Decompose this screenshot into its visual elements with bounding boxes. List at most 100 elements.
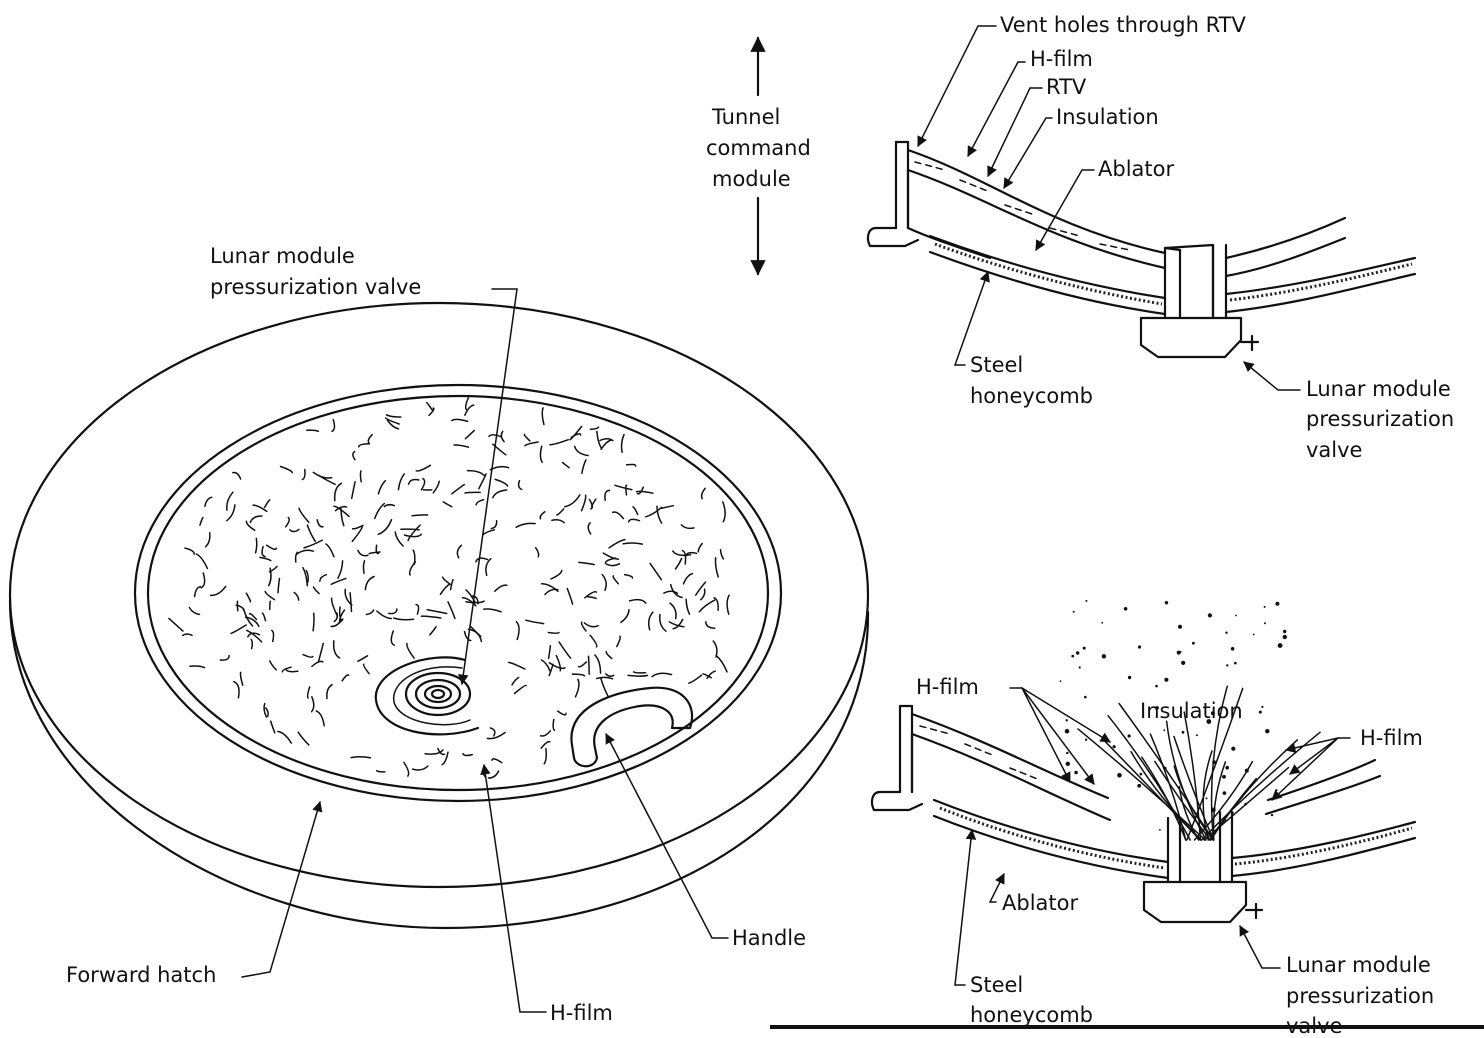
label-steel-top-2: honeycomb (970, 384, 1093, 408)
texture-stroke (440, 584, 449, 594)
texture-stroke (250, 516, 261, 522)
texture-stroke (590, 427, 598, 429)
texture-stroke (421, 479, 424, 490)
spray-streak (1078, 729, 1205, 840)
spray-particle (1079, 666, 1081, 668)
texture-stroke (713, 641, 717, 657)
label-lm-valve-bottom-1: Lunar module (1286, 953, 1431, 977)
texture-stroke (516, 523, 535, 527)
texture-stroke (327, 685, 332, 699)
texture-stroke (476, 558, 488, 562)
spray-particle (1224, 819, 1226, 821)
texture-stroke (360, 471, 361, 482)
spray-particle (1234, 662, 1237, 665)
texture-stroke (290, 529, 299, 531)
texture-stroke (605, 490, 610, 500)
texture-stroke (486, 559, 491, 576)
texture-stroke (633, 507, 638, 515)
texture-stroke (490, 467, 508, 470)
texture-stroke (427, 403, 433, 411)
spray-particle (1212, 760, 1216, 764)
texture-stroke (334, 641, 340, 658)
texture-stroke (582, 495, 586, 510)
texture-stroke (430, 627, 436, 635)
texture-stroke (312, 661, 323, 666)
texture-stroke (265, 500, 270, 508)
texture-stroke (408, 525, 420, 541)
texture-stroke (433, 481, 439, 493)
texture-stroke (590, 500, 593, 509)
texture-stroke (260, 557, 271, 560)
texture-stroke (416, 465, 430, 471)
spray-particle (1192, 642, 1195, 645)
texture-stroke (294, 593, 298, 601)
label-lm-valve-bottom-2: pressurization (1286, 984, 1434, 1008)
texture-stroke (375, 504, 385, 519)
texture-stroke (234, 682, 239, 698)
label-ablator-bottom: Ablator (1002, 891, 1078, 915)
texture-stroke (457, 545, 461, 558)
texture-stroke (332, 420, 334, 432)
spray-particle (1085, 600, 1087, 602)
texture-stroke (605, 558, 615, 563)
texture-stroke (465, 430, 474, 438)
texture-stroke (463, 754, 472, 756)
texture-stroke (264, 704, 266, 717)
spray-particle (1259, 711, 1262, 714)
spray-particle (1073, 611, 1075, 613)
texture-stroke (629, 519, 640, 522)
texture-stroke (278, 731, 291, 743)
texture-stroke (588, 597, 596, 599)
texture-stroke (551, 571, 562, 580)
spray-particle (1128, 676, 1131, 679)
texture-stroke (413, 766, 428, 770)
label-lm-valve-top-3: valve (1306, 438, 1362, 462)
texture-stroke (484, 609, 501, 612)
texture-stroke (416, 605, 418, 615)
texture-stroke (317, 520, 323, 527)
texture-stroke (579, 562, 594, 564)
texture-stroke (536, 548, 539, 557)
label-steel-bottom-2: honeycomb (970, 1003, 1093, 1027)
label-rtv: RTV (1046, 75, 1087, 99)
spray-particle (1283, 630, 1286, 633)
texture-stroke (320, 575, 327, 582)
texture-stroke (196, 554, 207, 568)
texture-stroke (451, 580, 454, 590)
texture-stroke (227, 505, 235, 521)
texture-stroke (683, 551, 686, 565)
texture-stroke (634, 672, 646, 673)
texture-stroke (597, 677, 613, 678)
texture-stroke (332, 598, 337, 615)
texture-stroke (220, 656, 229, 661)
spray-particle (1208, 613, 1212, 617)
texture-stroke (183, 634, 192, 635)
texture-stroke (452, 419, 468, 421)
spray-particle (1231, 747, 1235, 751)
spray-particle (1261, 706, 1263, 708)
texture-stroke (572, 674, 584, 676)
texture-stroke (409, 480, 419, 485)
spray-particle (1232, 812, 1234, 814)
texture-stroke (487, 733, 505, 739)
texture-stroke (701, 589, 705, 600)
texture-stroke (353, 452, 355, 460)
spray-particle (1159, 829, 1161, 831)
spray-particle (1264, 622, 1266, 624)
spray-particle (1180, 651, 1182, 653)
texture-stroke (493, 490, 507, 498)
texture-stroke (384, 505, 394, 507)
texture-stroke (699, 600, 714, 612)
spray-particle (1245, 769, 1249, 773)
spray-particle (1163, 729, 1165, 731)
texture-stroke (509, 662, 525, 669)
texture-stroke (579, 662, 587, 667)
spray-particle (1113, 745, 1116, 748)
texture-stroke (702, 488, 705, 498)
spray-particle (1235, 615, 1237, 617)
forward-hatch-drawing (10, 303, 868, 928)
texture-stroke (313, 613, 314, 630)
texture-stroke (326, 544, 334, 557)
texture-stroke (313, 587, 319, 594)
